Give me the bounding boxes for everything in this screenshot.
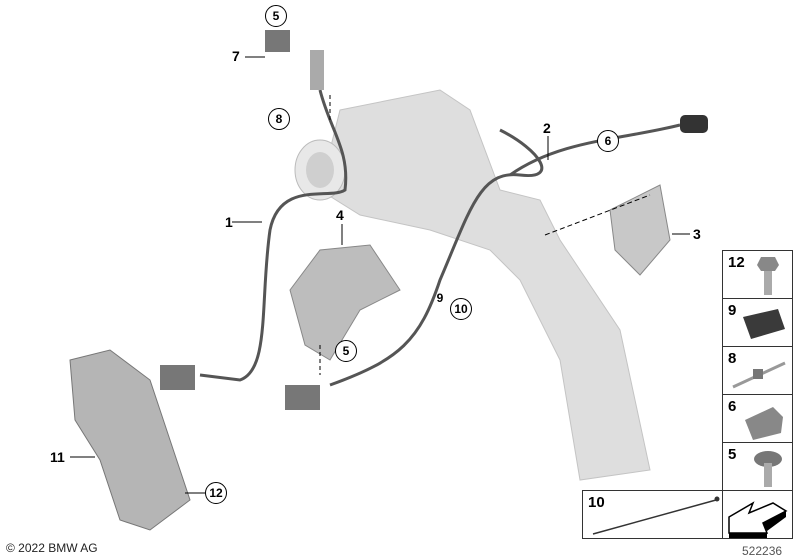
callout-circle-8: 8 [268,108,290,130]
callout-circle-5: 5 [265,5,287,27]
copyright: © 2022 BMW AG [6,541,98,555]
diagram-id: 522236 [742,544,783,558]
legend-number: 12 [728,254,745,271]
cable-2 [329,128,544,387]
callout-circle-12: 12 [205,482,227,504]
cable-tie-icon [732,361,786,389]
connector-2 [285,385,320,410]
callout-circle-9: 9 [436,291,444,305]
legend-number: 6 [728,398,737,415]
orientation-arrow-box [722,490,793,539]
sensor-plug-right [680,115,708,133]
callout-circle-10: 10 [450,298,472,320]
cable-icon [592,496,720,535]
torx-screw-icon [754,451,782,487]
callout-1: 1 [225,214,233,230]
legend-number: 5 [728,446,737,463]
legend-number: 8 [728,350,737,367]
bolt-icon [757,257,779,295]
legend-number: 10 [588,494,605,511]
callout-circle-5b: 5 [335,340,357,362]
bracket-11 [69,349,191,531]
callout-11: 11 [50,449,65,465]
callout-circle-6: 6 [597,130,619,152]
cable-1 [199,89,348,382]
legend-part-10: 10 [582,490,723,539]
catalytic-converter [294,89,651,481]
callout-3: 3 [693,226,701,242]
callout-2: 2 [543,120,551,136]
connector-1 [160,365,195,390]
sensor-cables [199,89,681,387]
legend-part-8: 8 [722,346,793,395]
legend-part-5: 5 [722,442,793,491]
heat-shield-4 [289,244,401,361]
direction-arrow-icon [728,501,788,538]
callout-7: 7 [232,48,240,64]
legend-part-9: 9 [722,298,793,347]
cable-holder-icon [743,309,785,339]
sensor-holder-7 [265,30,290,52]
legend-part-6: 6 [722,394,793,443]
heat-shield-3 [609,184,671,276]
legend-part-12: 12 [722,250,793,299]
leader-lines [70,56,690,494]
oxygen-sensor [310,50,324,90]
legend-number: 9 [728,302,737,319]
cable-2-upper [509,123,681,177]
callout-4: 4 [336,207,344,223]
clip-icon [745,407,783,440]
